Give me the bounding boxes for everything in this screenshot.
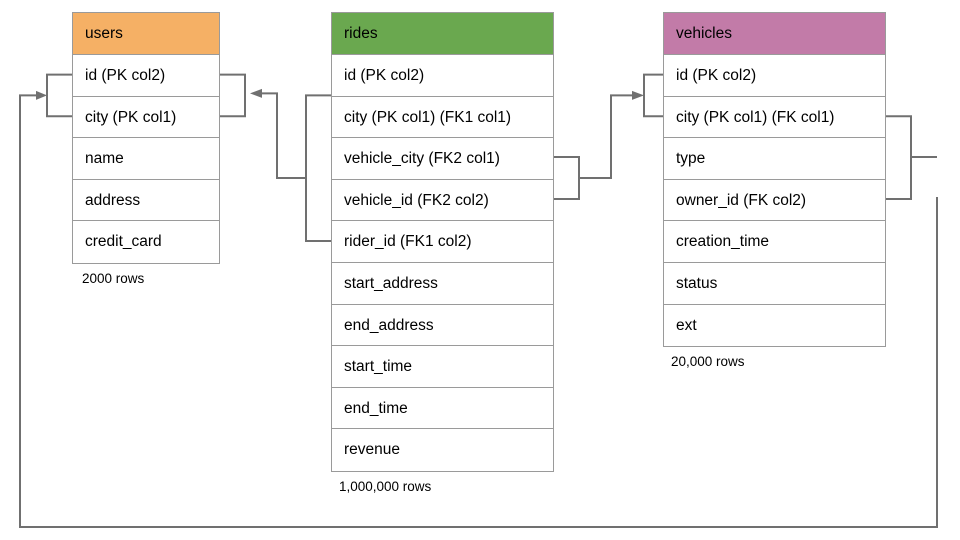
table-rides-column-vehicle-city[interactable]: vehicle_city (FK2 col1)	[332, 138, 553, 180]
table-rides-header: rides	[332, 13, 553, 55]
connector-rides-fk1-to-users	[250, 88, 331, 242]
table-rides[interactable]: rides id (PK col2) city (PK col1) (FK1 c…	[331, 12, 554, 472]
table-rides-column-vehicle-id[interactable]: vehicle_id (FK2 col2)	[332, 179, 553, 222]
table-rides-column-end-time[interactable]: end_time	[332, 387, 553, 430]
table-rides-column-end-address[interactable]: end_address	[332, 304, 553, 347]
table-rides-column-rider-id[interactable]: rider_id (FK1 col2)	[332, 221, 553, 263]
table-users-column-credit-card[interactable]: credit_card	[73, 221, 219, 263]
table-rides-column-city[interactable]: city (PK col1) (FK1 col1)	[332, 96, 553, 139]
table-rides-row-count: 1,000,000 rows	[339, 479, 432, 494]
table-vehicles-column-ext[interactable]: ext	[664, 304, 885, 347]
connector-rides-fk2-to-vehicles	[554, 90, 644, 200]
table-users-header: users	[73, 13, 219, 55]
connector-vehicles-right-bracket	[886, 115, 937, 200]
table-vehicles-header: vehicles	[664, 13, 885, 55]
table-users-column-id[interactable]: id (PK col2)	[73, 55, 219, 97]
table-vehicles[interactable]: vehicles id (PK col2) city (PK col1) (FK…	[663, 12, 886, 348]
connector-users-right-bracket	[220, 73, 246, 118]
table-vehicles-column-city[interactable]: city (PK col1) (FK col1)	[664, 96, 885, 139]
table-users-column-city[interactable]: city (PK col1)	[73, 96, 219, 139]
table-users-column-name[interactable]: name	[73, 138, 219, 180]
table-vehicles-column-owner-id[interactable]: owner_id (FK col2)	[664, 179, 885, 222]
table-vehicles-column-status[interactable]: status	[664, 262, 885, 305]
connector-users-left-bracket	[46, 73, 72, 118]
table-rides-column-id[interactable]: id (PK col2)	[332, 55, 553, 97]
table-users-row-count: 2000 rows	[82, 271, 145, 286]
table-vehicles-column-creation-time[interactable]: creation_time	[664, 221, 885, 263]
connector-vehicles-left-bracket	[643, 73, 663, 118]
table-vehicles-column-id[interactable]: id (PK col2)	[664, 55, 885, 97]
table-users[interactable]: users id (PK col2) city (PK col1) name a…	[72, 12, 220, 264]
table-vehicles-row-count: 20,000 rows	[671, 354, 745, 369]
table-rides-column-revenue[interactable]: revenue	[332, 429, 553, 471]
table-rides-column-start-time[interactable]: start_time	[332, 346, 553, 388]
table-rides-column-start-address[interactable]: start_address	[332, 262, 553, 305]
table-users-column-address[interactable]: address	[73, 179, 219, 222]
table-vehicles-column-type[interactable]: type	[664, 138, 885, 180]
